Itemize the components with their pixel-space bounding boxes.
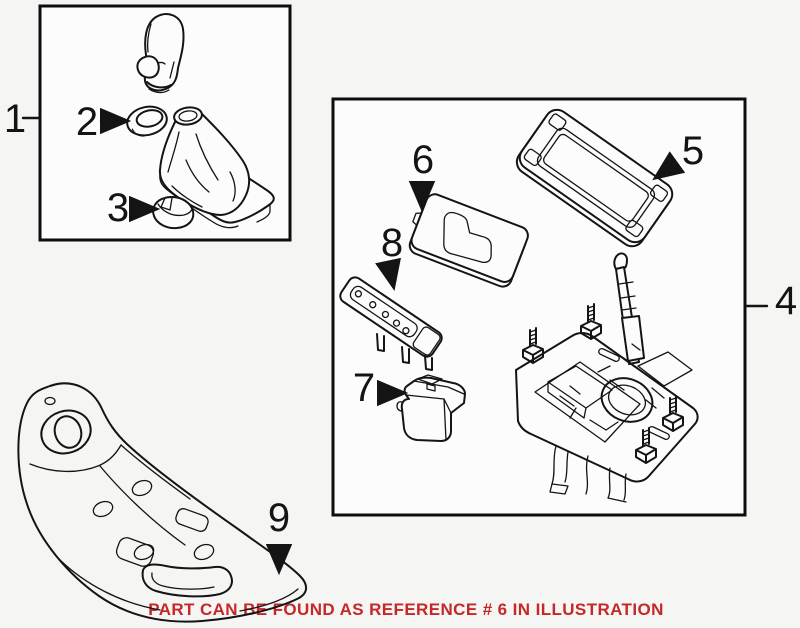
callout-9: 9	[267, 496, 291, 540]
bracket-plate-drawing	[17, 382, 307, 623]
reference-notice: PART CAN BE FOUND AS REFERENCE # 6 IN IL…	[148, 600, 664, 619]
bulb-strip-drawing	[339, 276, 443, 371]
group-box-4	[331, 97, 747, 517]
callout-3: 3	[106, 186, 130, 230]
stud-screw	[662, 395, 684, 432]
leader-arrow-5	[652, 151, 686, 181]
stud-screw	[580, 303, 602, 340]
bezel-plate-drawing	[515, 108, 674, 248]
shift-knob-drawing	[136, 13, 185, 94]
stud-screw	[522, 327, 544, 364]
callout-leaders	[21, 107, 769, 576]
callout-4: 4	[774, 279, 798, 323]
clip-drawing	[152, 196, 195, 230]
shifter-assembly-drawing	[515, 252, 699, 503]
group-box-1	[38, 4, 292, 242]
indicator-cover-drawing	[408, 193, 529, 288]
callout-6: 6	[411, 138, 435, 182]
callout-7: 7	[352, 366, 376, 410]
shift-boot-drawing	[158, 106, 275, 229]
callout-2: 2	[75, 100, 99, 144]
callout-8: 8	[380, 221, 404, 265]
leader-arrow-8	[375, 257, 401, 292]
callout-1: 1	[3, 97, 27, 141]
stud-screw	[635, 427, 657, 464]
callout-5: 5	[681, 129, 705, 173]
